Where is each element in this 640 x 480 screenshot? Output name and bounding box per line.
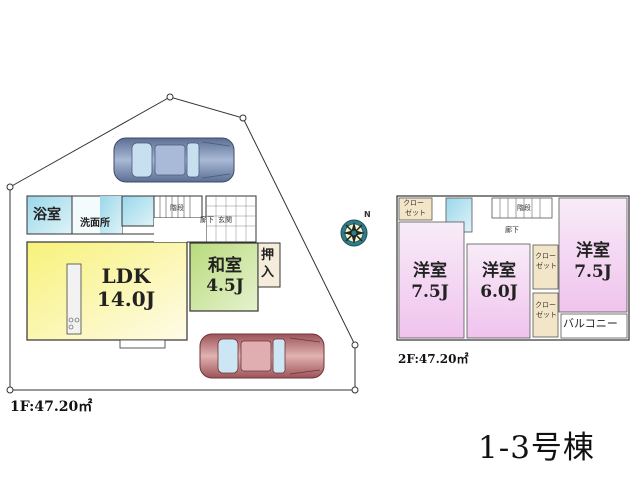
room-size-ldk: 14.0J — [96, 287, 156, 311]
room-label-closet-mid-1: クロー — [535, 252, 556, 260]
room-label-oshiire-2: 入 — [261, 265, 275, 280]
floor1-area-label: 1F:47.20㎡ — [10, 399, 93, 415]
room-label-hall-2f: 廊下 — [505, 226, 519, 234]
room-label-washroom: 洗面所 — [80, 218, 110, 229]
room-label-closet-low-1: クロー — [535, 301, 556, 309]
room-label-stairs-1f: 階段 — [170, 204, 184, 212]
room-label-hall-1f: 廊下 — [200, 216, 214, 224]
room-label-closet-mid-2: ゼット — [536, 262, 557, 270]
car-icon-blue — [113, 137, 235, 183]
room-label-closet-low-2: ゼット — [536, 311, 557, 319]
car-icon-red — [199, 333, 325, 379]
room-label-bath: 浴室 — [33, 207, 61, 223]
room-size-washitsu: 4.5J — [206, 276, 244, 296]
room-label-western-c: 洋室 — [576, 241, 610, 261]
room-size-western-b: 6.0J — [480, 282, 518, 302]
compass-icon — [340, 219, 368, 247]
room-label-oshiire-1: 押 — [261, 248, 275, 263]
room-label-stairs-2f: 階段 — [517, 204, 531, 212]
room-label-ldk: LDK — [101, 264, 151, 288]
room-size-western-c: 7.5J — [574, 262, 612, 282]
room-label-washitsu: 和室 — [208, 256, 242, 276]
room-size-western-a: 7.5J — [411, 282, 449, 302]
building-number-label: 1-3号棟 — [478, 430, 595, 466]
room-label-balcony: バルコニー — [563, 317, 618, 330]
compass-north-label: N — [364, 210, 371, 219]
room-label-closet-top-2: ゼット — [405, 209, 426, 217]
floor1-plan — [26, 195, 281, 349]
site-boundary — [6, 93, 359, 394]
room-label-western-b: 洋室 — [482, 261, 516, 281]
room-label-western-a: 洋室 — [413, 261, 447, 281]
floor2-plan — [396, 195, 630, 341]
room-label-closet-top-1: クロー — [403, 199, 424, 207]
room-label-entrance: 玄関 — [218, 216, 232, 224]
floor2-area-label: 2F:47.20㎡ — [398, 352, 469, 366]
